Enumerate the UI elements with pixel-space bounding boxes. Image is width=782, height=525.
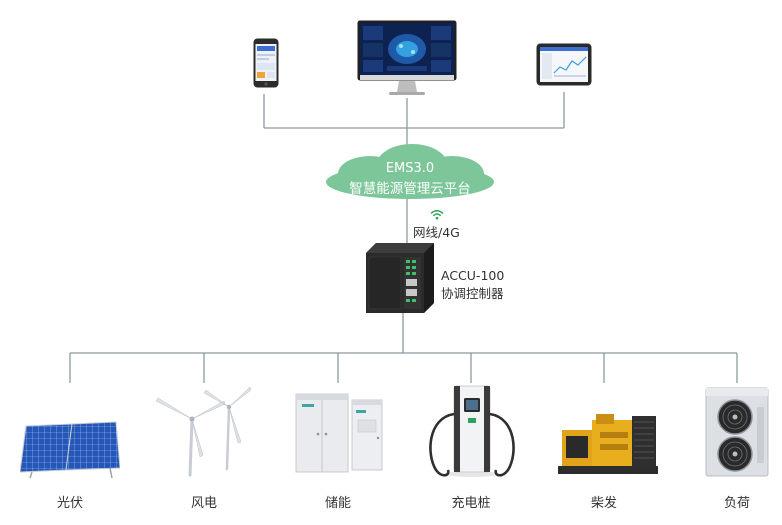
cloud-platform-icon	[326, 144, 494, 199]
tablet-icon	[536, 43, 592, 86]
device-label-solar: 光伏	[56, 496, 83, 511]
wifi-icon	[430, 210, 444, 220]
charging-pile-icon	[429, 385, 515, 477]
wind-turbine-icon	[155, 386, 252, 477]
link-label: 网线/4G	[413, 225, 460, 240]
device-label-storage: 储能	[324, 496, 351, 511]
platform-name-line2: 智慧能源管理云平台	[349, 181, 471, 197]
device-label-wind: 风电	[190, 496, 217, 511]
load-unit-icon	[705, 387, 769, 477]
controller-model: ACCU-100	[441, 268, 505, 283]
solar-panel-icon	[20, 421, 120, 479]
energy-storage-cabinet-icon	[295, 393, 383, 473]
monitor-icon	[357, 20, 457, 95]
controller-cabinet-icon	[366, 243, 434, 313]
controller-name: 协调控制器	[441, 286, 504, 301]
diesel-generator-icon	[558, 414, 658, 474]
smartphone-icon	[253, 38, 279, 88]
platform-name-line1: EMS3.0	[385, 161, 435, 176]
device-label-diesel: 柴发	[590, 496, 617, 511]
device-label-load: 负荷	[723, 496, 750, 511]
device-label-charger: 充电桩	[451, 496, 491, 511]
